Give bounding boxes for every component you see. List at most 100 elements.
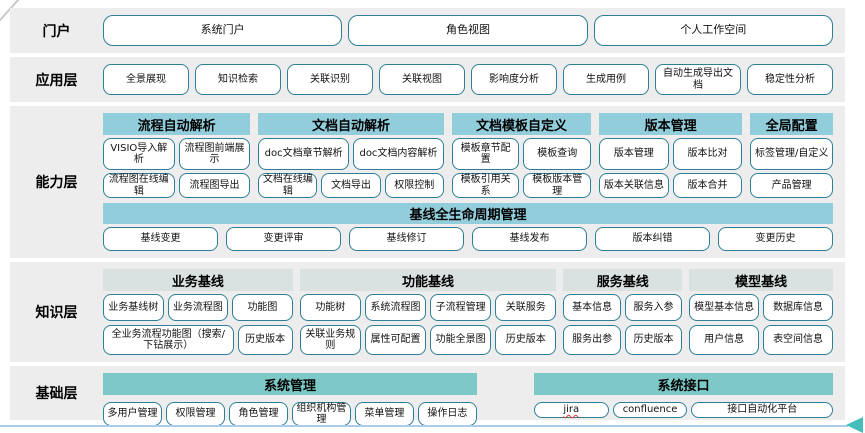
diagram-box[interactable]: 子流程管理 (430, 294, 492, 322)
layer-label-capability: 能力层 (35, 175, 78, 191)
group-row: 模型基本信息数据库信息 (689, 294, 834, 322)
diagram-box[interactable]: 模板版本管理 (523, 173, 592, 198)
diagram-box[interactable]: 版本关联信息 (599, 173, 669, 198)
group-row: 关联业务规则属性可配置功能全景图历史版本 (299, 325, 557, 355)
group-row: 版本管理版本比对 (599, 138, 743, 170)
diagram-box[interactable]: 标签管理/自定义 (750, 138, 834, 170)
diagram-box[interactable]: 操作日志 (417, 402, 477, 426)
diagram-box[interactable]: 文档在线编辑 (258, 173, 318, 198)
diagram-box[interactable]: 功能图 (232, 294, 293, 322)
group-header: 全局配置 (750, 113, 834, 135)
group-business-baseline: 业务基线 业务基线树业务流程图功能图 全业务流程功能图（搜索/下钻展示）历史版本 (103, 269, 293, 355)
group-row: 文档在线编辑文档导出权限控制 (258, 173, 444, 198)
diagram-box[interactable]: 版本合并 (672, 173, 743, 198)
group-header: 系统接口 (533, 373, 833, 395)
group-header: 系统管理 (103, 373, 477, 395)
diagram-box[interactable]: 自动生成导出文档 (655, 64, 741, 95)
diagram-box[interactable]: 表空间信息 (763, 325, 834, 355)
diagram-box[interactable]: 系统门户 (103, 15, 343, 46)
diagram-box[interactable]: 服务入参 (624, 294, 683, 322)
diagram-box[interactable]: 模板章节配置 (451, 138, 520, 170)
diagram-box[interactable]: 生成用例 (563, 64, 649, 95)
group-row: 功能树系统流程图子流程管理关联服务 (299, 294, 557, 322)
foundation-gap (477, 373, 534, 413)
diagram-box[interactable]: 菜单管理 (354, 402, 414, 426)
diagram-box[interactable]: 关联业务规则 (299, 325, 361, 355)
diagram-box[interactable]: 关联视图 (379, 64, 465, 95)
group-row: 业务基线树业务流程图功能图 (103, 294, 293, 322)
diagram-box[interactable]: confluence (612, 402, 688, 418)
diagram-box[interactable]: 功能树 (299, 294, 361, 322)
diagram-box[interactable]: 全景展现 (103, 64, 189, 95)
diagram-box[interactable]: 影响度分析 (471, 64, 557, 95)
group-row: VISIO导入解析流程图前端展示 (103, 138, 251, 170)
diagram-box[interactable]: 变更评审 (226, 227, 341, 251)
diagram-box[interactable]: 基线修订 (349, 227, 464, 251)
diagram-box[interactable]: 服务出参 (563, 325, 621, 355)
diagram-box[interactable]: 变更历史 (718, 227, 833, 251)
diagram-box[interactable]: 系统流程图 (364, 294, 427, 322)
layer-label-foundation: 基础层 (35, 386, 78, 402)
diagram-box[interactable]: 全业务流程功能图（搜索/下钻展示） (103, 325, 234, 355)
diagram-box[interactable]: 历史版本 (495, 325, 557, 355)
diagram-box[interactable]: 模板查询 (523, 138, 592, 170)
group-doc-template: 文档模板自定义 模板章节配置模板查询 模板引用关系模板版本管理 (451, 113, 592, 198)
diagram-box[interactable]: 权限管理 (165, 402, 225, 426)
layer-label-knowledge: 知识层 (35, 305, 78, 321)
group-row: 模板引用关系模板版本管理 (451, 173, 592, 198)
diagram-box[interactable]: 属性可配置 (364, 325, 427, 355)
group-row: 流程图在线编辑流程图导出 (103, 173, 251, 198)
diagram-box[interactable]: 文档导出 (321, 173, 381, 198)
diagram-box[interactable]: 数据库信息 (763, 294, 834, 322)
diagram-box[interactable]: 业务流程图 (167, 294, 229, 322)
diagram-box[interactable]: 基线变更 (103, 227, 218, 251)
diagram-box[interactable]: 业务基线树 (103, 294, 164, 322)
diagram-box[interactable]: 历史版本 (237, 325, 293, 355)
diagram-box[interactable]: doc文档内容解析 (353, 138, 444, 170)
diagram-box[interactable]: jira (533, 402, 609, 418)
diagram-box[interactable]: 角色视图 (348, 15, 588, 46)
diagram-box[interactable]: 用户信息 (689, 325, 760, 355)
diagram-box[interactable]: 组织机构管理 (291, 402, 351, 426)
group-function-baseline: 功能基线 功能树系统流程图子流程管理关联服务 关联业务规则属性可配置功能全景图历… (299, 269, 557, 355)
diagram-box[interactable]: 流程图前端展示 (178, 138, 251, 170)
diagram-box[interactable]: 版本纠错 (595, 227, 710, 251)
diagram-box[interactable]: 模型基本信息 (689, 294, 760, 322)
layer-label-portal: 门户 (42, 23, 71, 40)
diagram-box[interactable]: 关联识别 (287, 64, 373, 95)
group-row: 全业务流程功能图（搜索/下钻展示）历史版本 (103, 325, 293, 355)
diagram-box[interactable]: 基本信息 (563, 294, 621, 322)
group-header: 版本管理 (599, 113, 743, 135)
diagram-box[interactable]: 模板引用关系 (451, 173, 520, 198)
diagram-box[interactable]: 版本管理 (599, 138, 669, 170)
diagram-box[interactable]: 基线发布 (472, 227, 587, 251)
group-baseline-lifecycle-header: 基线全生命周期管理 (103, 203, 833, 224)
diagram-box[interactable]: 功能全景图 (430, 325, 492, 355)
diagram-box[interactable]: 多用户管理 (103, 402, 162, 426)
diagram-box[interactable]: 流程图在线编辑 (103, 173, 175, 198)
diagram-box[interactable]: 版本比对 (672, 138, 743, 170)
layer-label-application: 应用层 (35, 72, 78, 89)
diagram-box[interactable]: 个人工作空间 (593, 15, 833, 46)
portal-items: 系统门户角色视图个人工作空间 (103, 8, 845, 53)
layer-foundation: 基础层 系统管理 多用户管理权限管理角色管理组织机构管理菜单管理操作日志 系统接… (10, 366, 845, 426)
diagram-box[interactable]: 历史版本 (624, 325, 683, 355)
diagram-box[interactable]: VISIO导入解析 (103, 138, 175, 170)
diagram-box[interactable]: 产品管理 (750, 173, 834, 198)
layer-portal: 门户 系统门户角色视图个人工作空间 (10, 8, 845, 53)
diagram-box[interactable]: 稳定性分析 (747, 64, 833, 95)
diagram-box[interactable]: 关联服务 (495, 294, 557, 322)
diagram-box[interactable]: 知识检索 (195, 64, 281, 95)
group-row: 标签管理/自定义 (750, 138, 834, 170)
diagram-box[interactable]: 角色管理 (228, 402, 288, 426)
group-header: 功能基线 (299, 269, 557, 291)
diagram-box[interactable]: 流程图导出 (178, 173, 251, 198)
diagram-box[interactable]: 接口自动化平台 (691, 402, 834, 418)
diagram-box[interactable]: doc文档章节解析 (258, 138, 350, 170)
group-global-config: 全局配置 标签管理/自定义 产品管理 (750, 113, 834, 198)
diagram-box[interactable]: 权限控制 (384, 173, 444, 198)
group-system-mgmt: 系统管理 多用户管理权限管理角色管理组织机构管理菜单管理操作日志 (103, 373, 477, 426)
